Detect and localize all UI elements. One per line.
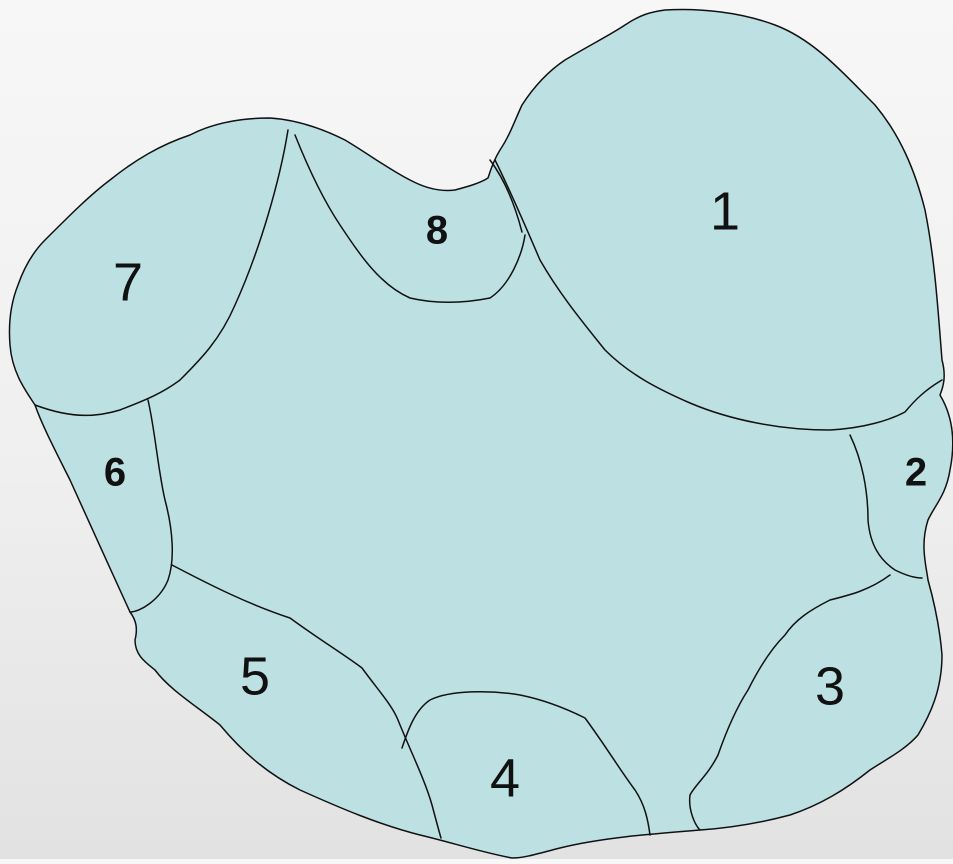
region-4-label: 4: [490, 748, 520, 808]
region-6-label: 6: [104, 451, 126, 495]
region-8-label: 8: [426, 209, 448, 253]
region-5-label: 5: [240, 646, 270, 706]
region-2-label: 2: [905, 451, 927, 495]
region-1-label: 1: [710, 181, 740, 241]
outer-outline: [9, 10, 952, 858]
region-3-label: 3: [815, 656, 845, 716]
region-7-label: 7: [113, 252, 143, 312]
